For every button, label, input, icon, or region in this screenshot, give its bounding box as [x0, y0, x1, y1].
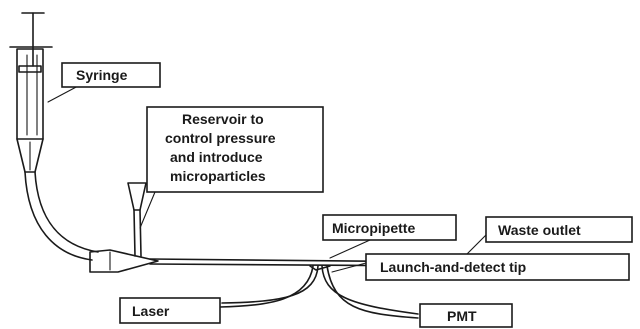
syringe-drawing: [9, 12, 53, 173]
laser-label: Laser: [119, 297, 221, 324]
reservoir-label-line4: microparticles: [170, 168, 266, 184]
reservoir-label-line1: Reservoir to: [182, 111, 264, 127]
launch-detect-tip-label: Launch-and-detect tip: [365, 253, 630, 281]
reservoir-leader: [139, 191, 156, 229]
laser-fiber-inner: [221, 265, 319, 304]
launch-detect-tip-label-text: Launch-and-detect tip: [380, 259, 526, 275]
micropipette-label-text: Micropipette: [332, 220, 415, 236]
plunger-seal: [18, 65, 42, 73]
micropipette-back-end: [89, 249, 159, 273]
syringe-tubing-inner: [34, 171, 99, 253]
reservoir-label: Reservoir to control pressure and introd…: [146, 106, 324, 193]
syringe-barrel: [16, 48, 44, 140]
laser-label-text: Laser: [132, 303, 170, 319]
syringe-label-text: Syringe: [76, 67, 128, 83]
waste-outlet-label: Waste outlet: [485, 216, 633, 243]
micropipette-label: Micropipette: [322, 214, 457, 241]
pmt-label-text: PMT: [447, 308, 477, 324]
reservoir-drawing: [127, 182, 147, 257]
syringe-leader: [47, 84, 81, 103]
reservoir-label-line2: control pressure: [165, 130, 276, 146]
reservoir-body: [127, 182, 147, 211]
reservoir-label-line3: and introduce: [170, 149, 263, 165]
pmt-fiber-inner: [321, 265, 419, 315]
laser-fiber-outer: [219, 265, 314, 308]
syringe-label: Syringe: [61, 62, 161, 88]
tip-junction: [309, 265, 331, 271]
syringe-tubing-outer: [24, 171, 93, 261]
reservoir-stem-left: [133, 209, 136, 257]
pmt-label: PMT: [419, 303, 513, 328]
reservoir-stem-right: [139, 209, 142, 257]
micropipette-leader: [329, 239, 371, 259]
syringe-tip: [16, 138, 44, 173]
pmt-fiber-outer: [326, 265, 419, 319]
tip-leader: [331, 262, 367, 273]
waste-outlet-label-text: Waste outlet: [498, 222, 581, 238]
